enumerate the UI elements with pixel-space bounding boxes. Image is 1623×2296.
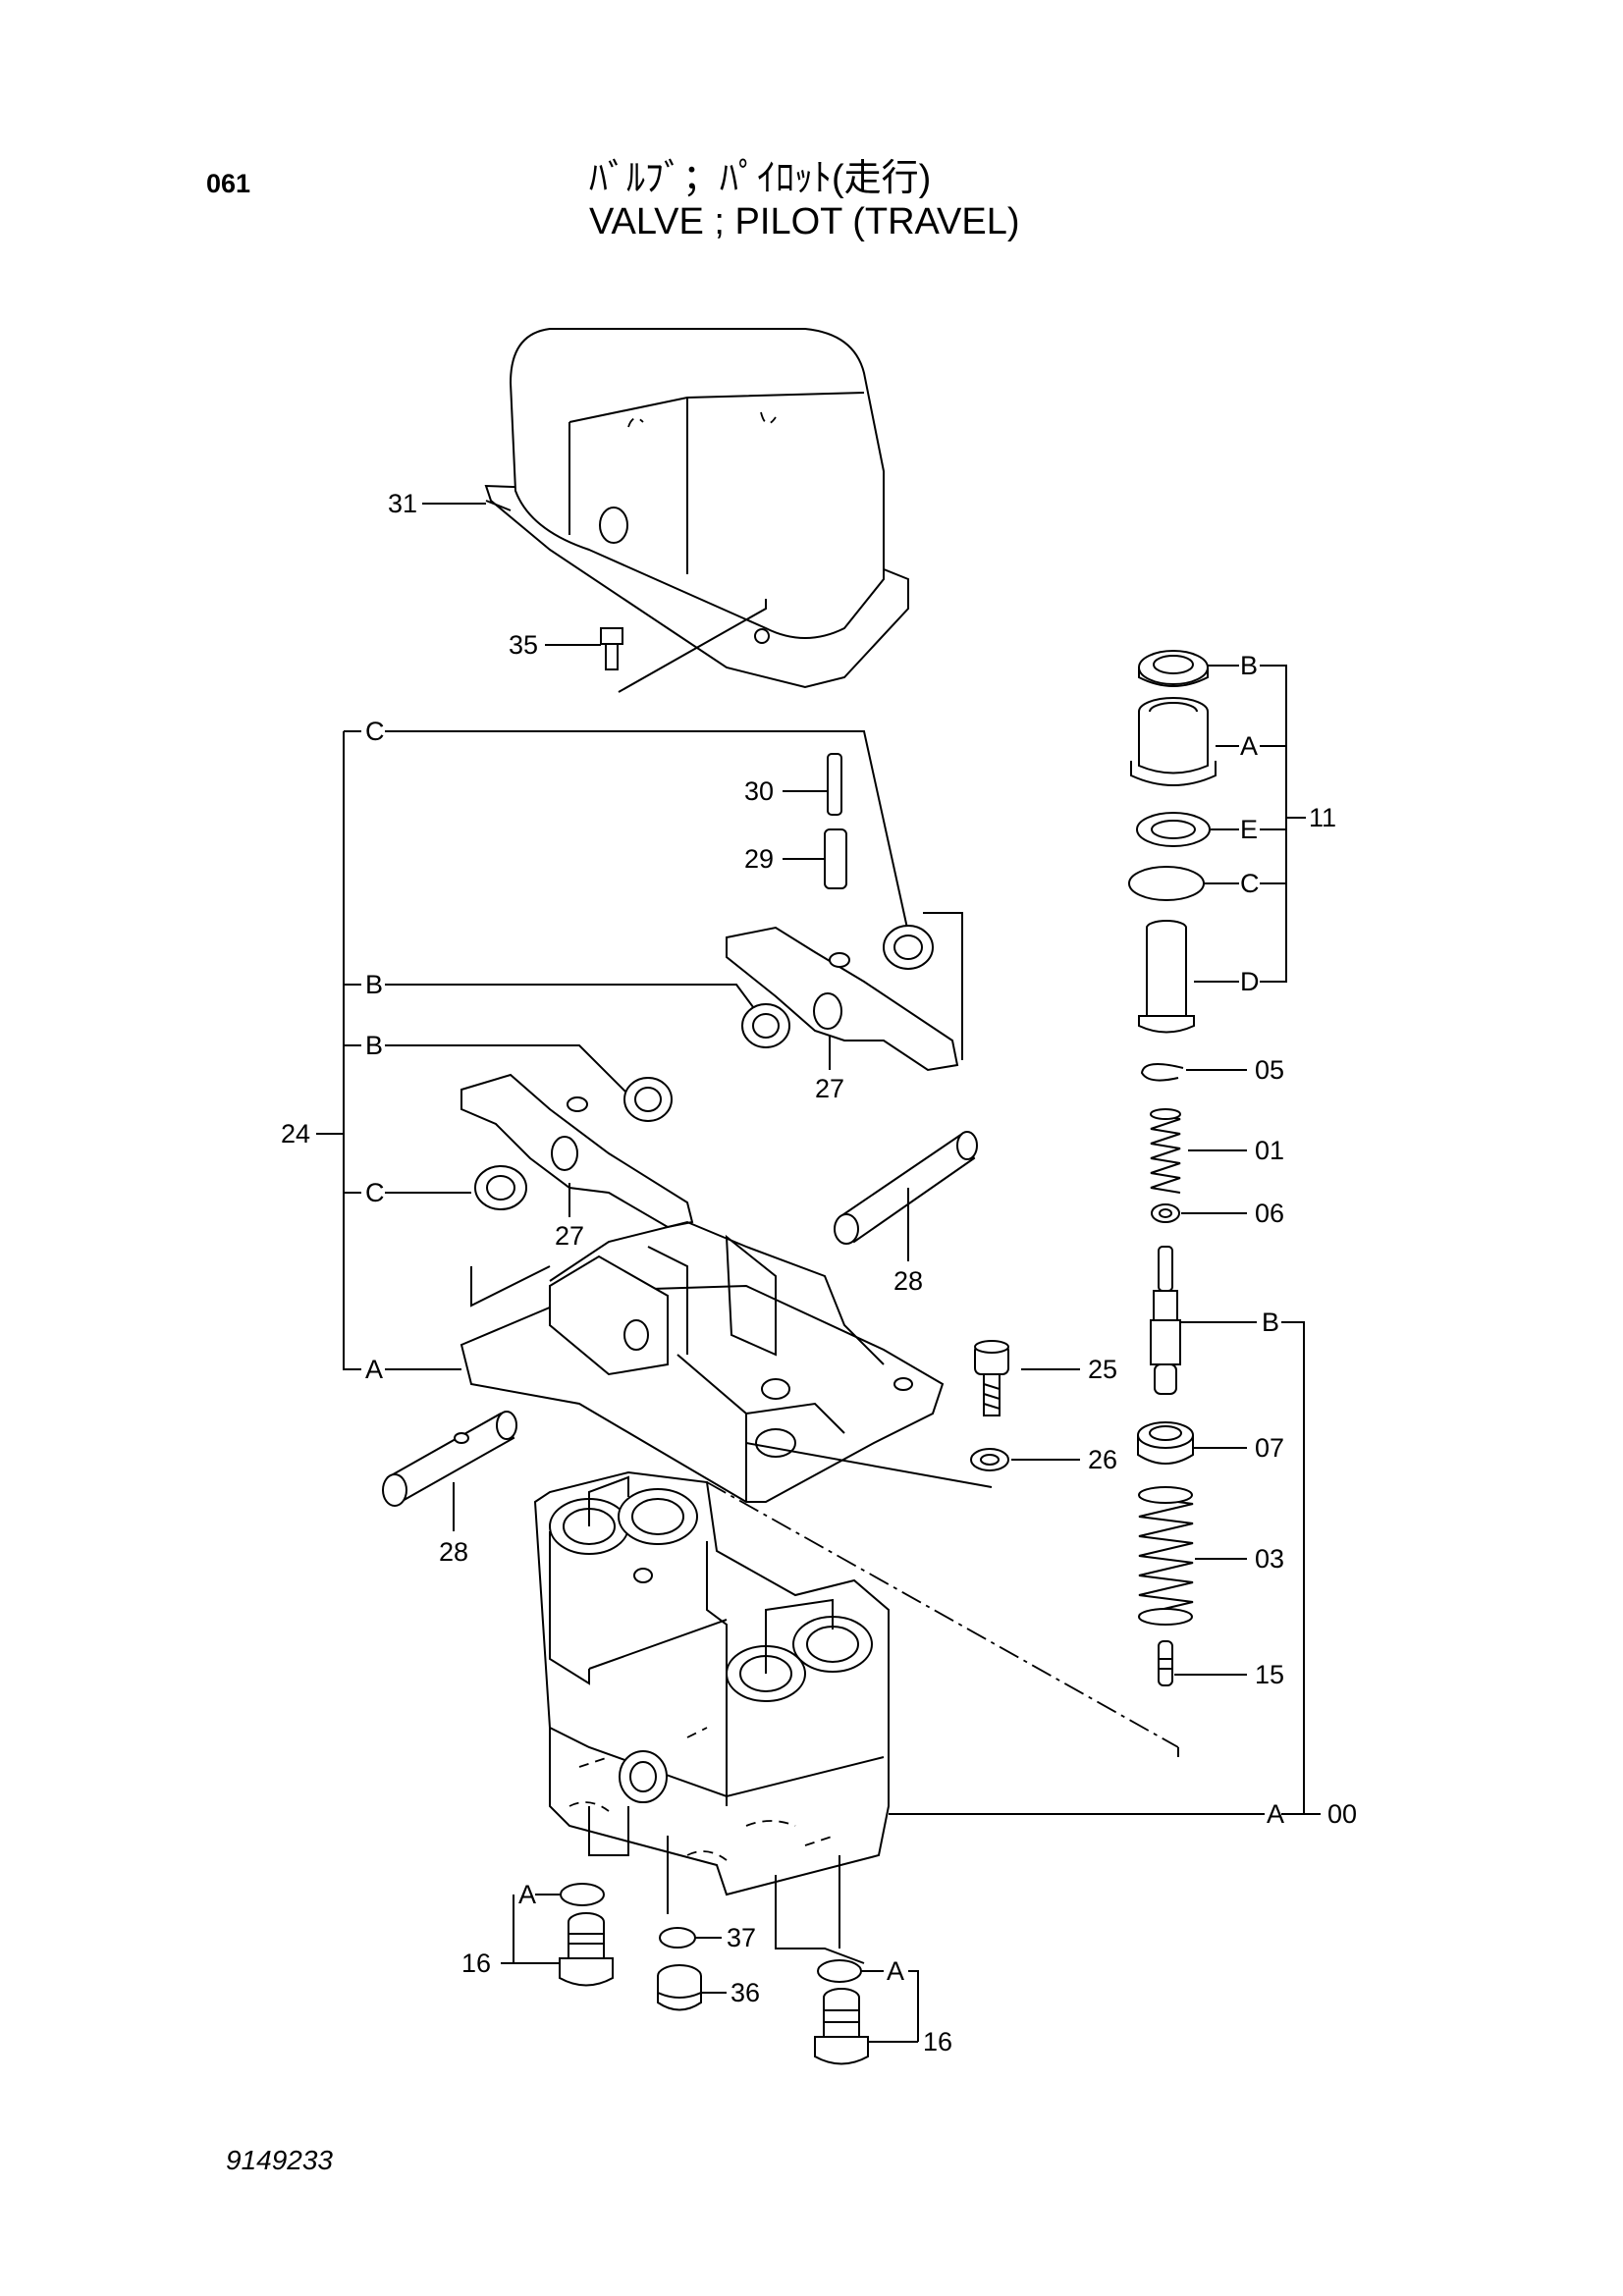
callout-24: 24 <box>281 1119 310 1148</box>
letter-C2: C <box>365 1178 385 1207</box>
oring-part-37 <box>659 1927 696 1949</box>
callout-03: 03 <box>1255 1544 1284 1574</box>
callout-05: 05 <box>1255 1055 1284 1085</box>
callout-30: 30 <box>744 776 774 806</box>
callout-35: 35 <box>509 630 538 660</box>
oring-right-A <box>817 1959 862 1983</box>
spool-part-B <box>1150 1246 1181 1395</box>
pin-part-15 <box>1158 1640 1173 1686</box>
callout-16-left: 16 <box>461 1949 491 1978</box>
document-code: 9149233 <box>226 2145 334 2175</box>
letter-right-A: A <box>1240 731 1258 761</box>
seal-part-B-top <box>1138 650 1209 687</box>
letter-right-E: E <box>1240 815 1258 844</box>
callout-37: 37 <box>727 1923 756 1952</box>
snap-ring-part-05 <box>1140 1063 1184 1082</box>
shaft-part-28-lower <box>382 1411 517 1507</box>
letter-B2: B <box>365 1031 383 1060</box>
spring-part-01 <box>1150 1108 1181 1194</box>
letter-right-C: C <box>1240 869 1260 898</box>
lever-part-27-upper <box>726 912 963 1072</box>
callout-27-upper: 27 <box>815 1074 844 1103</box>
washer-part-06 <box>1151 1203 1180 1223</box>
spring-part-03 <box>1138 1486 1194 1626</box>
title-english: VALVE ; PILOT (TRAVEL) <box>589 201 1020 242</box>
callout-00: 00 <box>1327 1799 1357 1829</box>
washer-part-26 <box>970 1448 1009 1471</box>
letter-right-B2: B <box>1262 1308 1279 1337</box>
callout-27-lower: 27 <box>555 1221 584 1251</box>
plug-part-36 <box>657 1964 702 2011</box>
casing-part-A <box>1130 697 1217 786</box>
callout-07: 07 <box>1255 1433 1284 1463</box>
plug-part-16-right <box>814 1988 869 2065</box>
bearing-part-E <box>1136 812 1211 847</box>
shaft-part-28-upper <box>834 1131 978 1245</box>
callout-01: 01 <box>1255 1136 1284 1165</box>
callout-25: 25 <box>1088 1355 1117 1384</box>
letter-right-D: D <box>1240 967 1260 996</box>
oring-left-A <box>560 1883 605 1906</box>
bolt-part-25 <box>974 1340 1009 1416</box>
piston-part-D <box>1138 920 1195 1034</box>
callout-36: 36 <box>730 1978 760 2007</box>
plug-part-16-left <box>559 1912 614 1987</box>
callout-26: 26 <box>1088 1445 1117 1474</box>
bushing-B-lower <box>623 1077 673 1122</box>
pin-part-29 <box>824 828 847 889</box>
callout-29: 29 <box>744 844 774 874</box>
bolt-part-35 <box>600 627 623 670</box>
letter-B1: B <box>365 970 383 999</box>
letter-left-A: A <box>518 1880 536 1909</box>
callout-28-lower: 28 <box>439 1537 468 1567</box>
callout-06: 06 <box>1255 1199 1284 1228</box>
mount-base-part <box>460 1220 945 1503</box>
pin-part-30 <box>827 753 842 816</box>
callout-31: 31 <box>388 489 417 518</box>
centerline <box>706 1481 1179 1748</box>
title-japanese: ﾊﾞﾙﾌﾞ；ﾊﾟｲﾛｯﾄ(走行) <box>589 158 932 199</box>
letter-C1: C <box>365 717 385 746</box>
bushing-C-lower <box>474 1165 527 1210</box>
letter-left-A2: A <box>887 1956 904 1986</box>
bushing-B-upper <box>741 1003 790 1048</box>
callout-11: 11 <box>1309 803 1336 832</box>
spring-seat-part-07 <box>1137 1421 1194 1465</box>
letter-right-A2: A <box>1267 1799 1284 1829</box>
letter-right-B: B <box>1240 651 1258 680</box>
callout-16-right: 16 <box>923 2027 952 2056</box>
cover-part <box>484 328 909 689</box>
oring-part-C <box>1128 866 1205 901</box>
letter-A1: A <box>365 1355 383 1384</box>
page-number: 061 <box>206 169 251 198</box>
callout-15: 15 <box>1255 1660 1284 1689</box>
callout-28-upper: 28 <box>893 1266 923 1296</box>
bushing-C-top <box>883 925 934 970</box>
